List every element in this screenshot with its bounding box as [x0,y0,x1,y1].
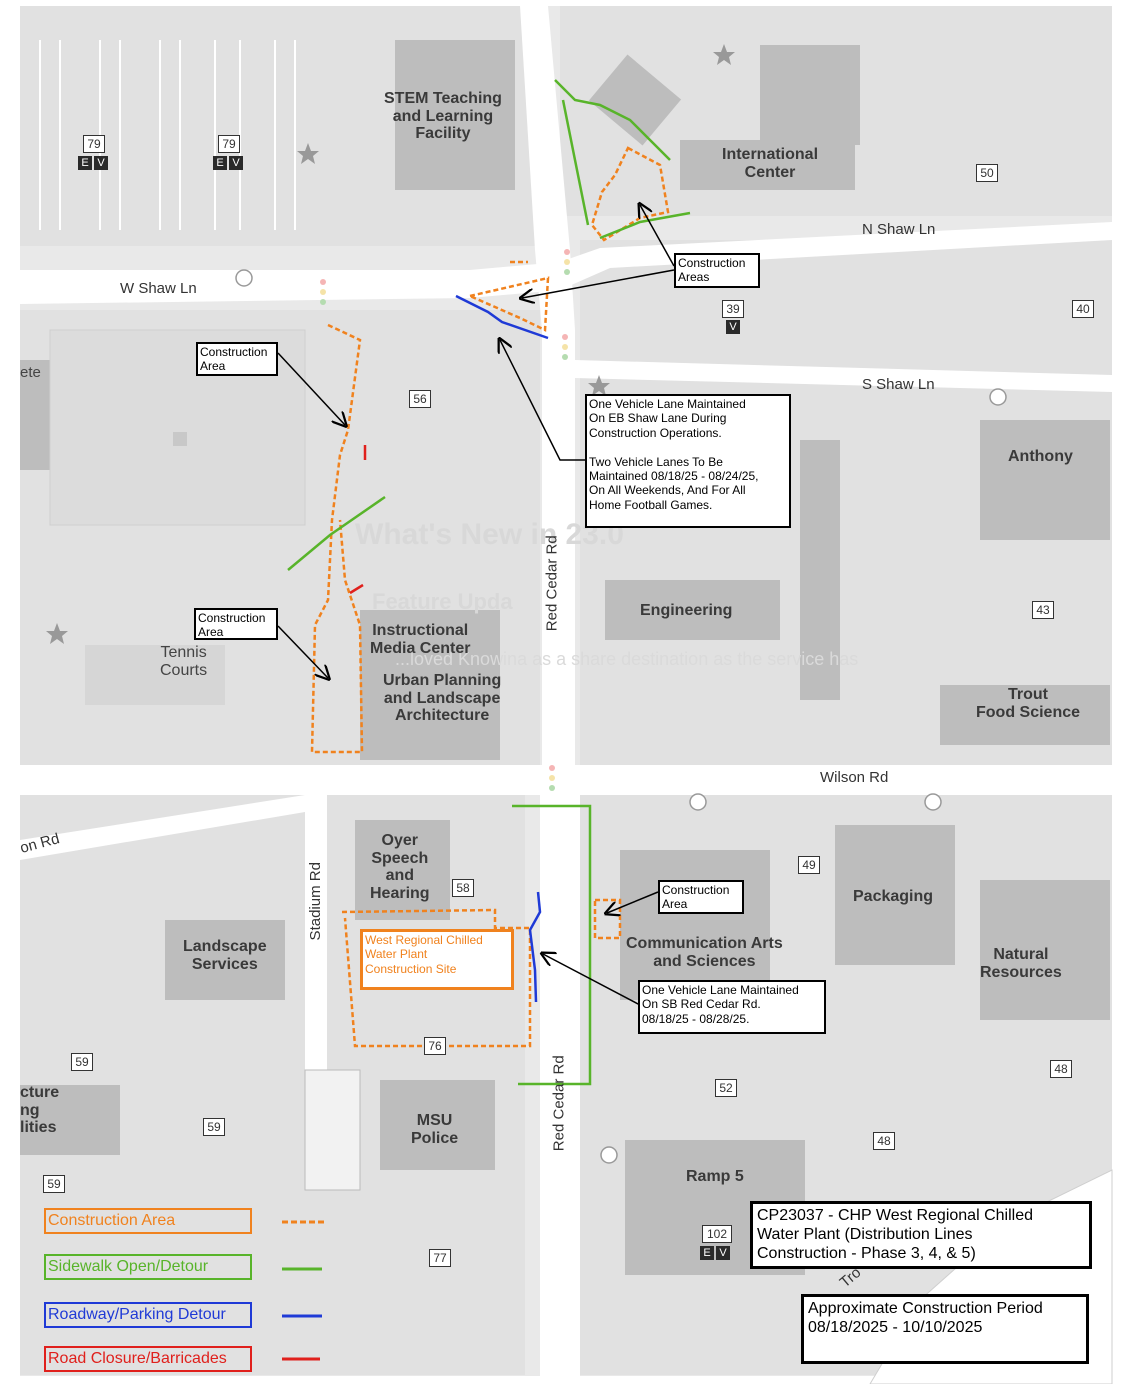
building-comm-arts: Communication Arts and Sciences [626,935,783,970]
lot-43: 43 [1032,601,1054,619]
permit-e: E [78,156,92,170]
permit-e: E [700,1246,714,1260]
lot-59c: 59 [43,1175,65,1193]
lot-59a: 59 [71,1053,93,1071]
building-urban: Urban Planning and Landscape Architectur… [383,672,502,725]
project-title-box: CP23037 - CHP West Regional Chilled Wate… [750,1201,1092,1269]
building-stem: STEM Teaching and Learning Facility [384,90,502,143]
construction-areas [310,146,670,1048]
lot-56: 56 [409,390,431,408]
construction-period-box: Approximate Construction Period 08/18/20… [801,1294,1089,1364]
star-icon [297,143,319,164]
permit-v: V [716,1246,730,1260]
watermark-feature: Feature Upda [372,589,513,614]
bus-icon [689,793,707,811]
sidewalk-detours [287,79,691,1086]
buildings [20,40,1110,1275]
building-msu-police: MSU Police [411,1112,459,1147]
star-icon [713,44,735,65]
lot-48a: 48 [1050,1060,1072,1078]
road-label-red-cedar-north: Red Cedar Rd [543,535,561,632]
building-international: International Center [722,146,819,181]
lot-58: 58 [452,879,474,897]
callout-shaw-lane-notice: One Vehicle Lane Maintained On EB Shaw L… [585,394,791,528]
road-label-n-shaw: N Shaw Ln [862,221,936,238]
bus-icon [989,388,1007,406]
legend-construction: Construction Area [44,1208,252,1234]
callout-construction-area-comm: Construction Area [658,880,744,914]
legend-lines [282,1220,325,1361]
legend-roadway: Roadway/Parking Detour [44,1302,252,1328]
bus-icon [600,1146,618,1164]
road-label-wilson: Wilson Rd [820,769,889,786]
road-label-red-cedar-south: Red Cedar Rd [550,1055,568,1152]
lot-40: 40 [1072,300,1094,318]
building-ramp5: Ramp 5 [686,1168,744,1185]
watermark-body: ...loved Knowina as a share destination … [395,649,859,669]
building-tennis: Tennis Courts [160,644,208,679]
road-label-stadium: Stadium Rd [306,862,324,941]
legend-closure: Road Closure/Barricades [44,1346,252,1372]
building-engineering: Engineering [640,602,733,619]
callout-site-label: West Regional Chilled Water Plant Constr… [360,929,514,990]
star-icon [588,375,610,396]
permit-badges-39: V [726,320,740,334]
lot-77: 77 [429,1249,451,1267]
building-ete: ete [20,364,41,381]
callout-construction-area-w: Construction Area [194,608,278,640]
lot-48b: 48 [873,1132,895,1150]
lot-39: 39 [722,300,744,318]
bus-stop-icons [235,269,1007,1164]
star-icons [46,44,735,644]
field-marker [173,432,187,446]
lot-52: 52 [715,1079,737,1097]
legend-sidewalk: Sidewalk Open/Detour [44,1254,252,1280]
lot-49: 49 [798,856,820,874]
permit-v: V [726,320,740,334]
building-oyer: Oyer Speech and Hearing [370,832,430,902]
building-imc: Instructional Media Center [370,622,471,657]
permit-v: V [94,156,108,170]
callout-red-cedar-lane-notice: One Vehicle Lane Maintained On SB Red Ce… [638,980,826,1034]
lot-102: 102 [702,1225,732,1243]
watermark-whats-new: What's New in 23.0 [355,518,624,551]
lot-59b: 59 [203,1118,225,1136]
road-closures [349,445,367,595]
star-icon [46,623,68,644]
building-facilities: cture ng lities [20,1084,60,1137]
lot-79b: 79 [218,135,240,153]
traffic-signals [320,249,570,791]
bus-icon [235,269,253,287]
building-packaging: Packaging [853,888,934,905]
building-landscape: Landscape Services [183,938,267,973]
lot-79a: 79 [83,135,105,153]
roads [20,6,1112,1384]
permit-v: V [229,156,243,170]
lot-76: 76 [424,1037,446,1055]
callout-construction-areas: Construction Areas [674,253,760,288]
building-natural-resources: Natural Resources [980,946,1062,981]
bus-icon [924,793,942,811]
roadway-detours [455,294,549,1003]
callout-construction-area-nw: Construction Area [196,342,278,376]
building-trout: Trout Food Science [976,686,1081,721]
road-label-w-shaw: W Shaw Ln [120,280,197,297]
lot-50: 50 [976,164,998,182]
road-label-s-shaw: S Shaw Ln [862,376,935,393]
building-anthony: Anthony [1008,448,1073,465]
permit-e: E [213,156,227,170]
callout-arrows [277,205,675,1006]
